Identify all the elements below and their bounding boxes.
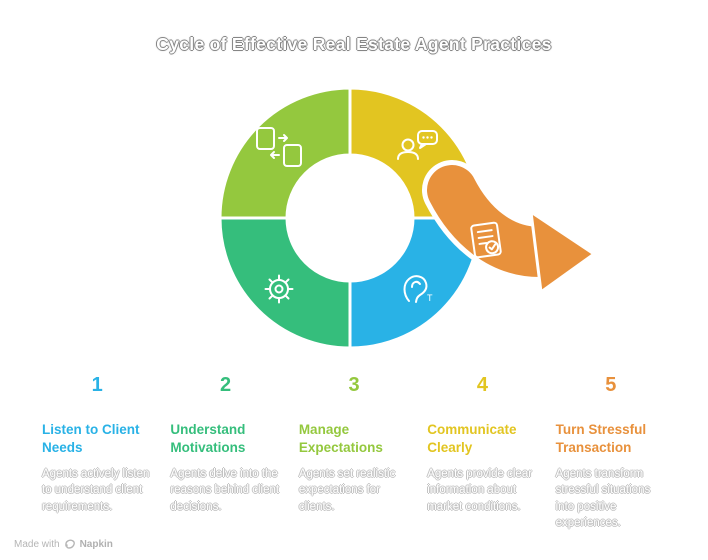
step-title: Manage Expectations (298, 422, 383, 455)
exit-arrow-band (427, 165, 565, 277)
ear-icon: T (403, 275, 433, 303)
step-title: Turn Stressful Transaction (555, 422, 647, 455)
step-description: Agents actively listen to understand cli… (42, 468, 150, 513)
step-number: 4 (476, 374, 488, 396)
step-number: 3 (348, 374, 360, 396)
watermark-made-with: Made with (14, 538, 60, 550)
page-title: Cycle of Effective Real Estate Agent Pra… (156, 34, 552, 54)
step-column-4: 4 Communicate Clearly Agents provide cle… (427, 374, 537, 531)
checklist-icon (470, 221, 502, 259)
step-description: Agents transform stressful situations in… (555, 468, 651, 530)
step-title: Listen to Client Needs (42, 422, 140, 455)
watermark-brand: Napkin (79, 538, 113, 550)
exit-arrow-head (529, 210, 596, 294)
step-title: Communicate Clearly (427, 422, 517, 455)
napkin-watermark[interactable]: Made with Napkin (14, 538, 113, 550)
ear-icon-label: T (427, 293, 433, 303)
step-description: Agents provide clear information about m… (427, 468, 533, 513)
step-column-2: 2 Understand Motivations Agents delve in… (170, 374, 280, 531)
step-description: Agents set realistic expectations for cl… (298, 468, 396, 513)
napkin-logo-icon (64, 539, 75, 549)
step-column-5: 5 Turn Stressful Transaction Agents tran… (556, 374, 666, 531)
gear-icon (264, 274, 294, 304)
step-column-3: 3 Manage Expectations Agents set realist… (299, 374, 409, 531)
step-column-1: 1 Listen to Client Needs Agents actively… (42, 374, 152, 531)
step-number: 1 (91, 374, 103, 396)
step-title: Understand Motivations (170, 422, 246, 455)
step-number: 5 (605, 374, 617, 396)
step-description: Agents delve into the reasons behind cli… (170, 468, 280, 513)
document-exchange-icon (256, 127, 302, 167)
person-chat-icon (397, 130, 438, 160)
step-number: 2 (220, 374, 232, 396)
exit-arrow (422, 160, 596, 294)
steps-row: 1 Listen to Client Needs Agents actively… (0, 374, 708, 531)
